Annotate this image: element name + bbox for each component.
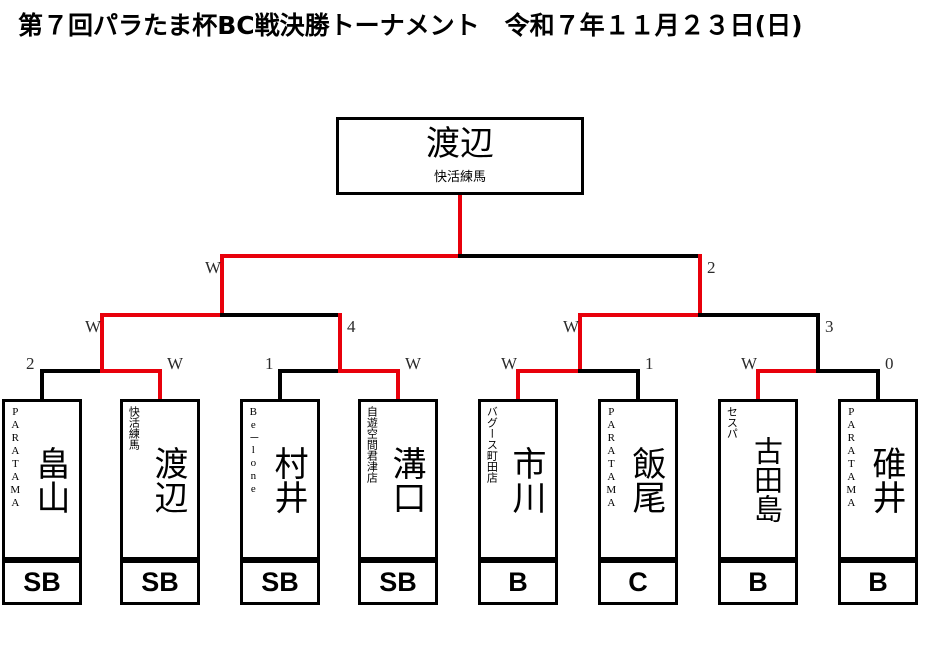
- sf1-row-right-line: [220, 313, 342, 317]
- qf1-row-left-line: [40, 369, 104, 373]
- player-2-name: 渡辺: [148, 445, 188, 514]
- final-row-right-line: [458, 254, 702, 258]
- player-1-category: SB: [2, 560, 82, 605]
- player-box-1: PARATAMA 畠山: [2, 399, 82, 560]
- qf2-seat3-stem-line: [278, 369, 282, 401]
- player-1-name: 畠山: [30, 445, 70, 514]
- player-5-team: バグース町田店: [485, 406, 499, 483]
- player-2-category: SB: [120, 560, 200, 605]
- sf2-right-drop-line: [816, 313, 820, 371]
- player-2-name-cell: 快活練馬 渡辺: [123, 402, 197, 557]
- qf1-seat2-stem-line: [158, 369, 162, 401]
- label-sf2-left: W: [563, 317, 580, 336]
- final-row-left-line: [220, 254, 462, 258]
- player-4-team: 自遊空間君津店: [365, 406, 379, 483]
- player-8-category: B: [838, 560, 918, 605]
- qf3-row-right-line: [578, 369, 640, 373]
- label-qf1-left: 2: [26, 354, 35, 373]
- player-3-name-cell: Be－lone 村井: [243, 402, 317, 557]
- player-6-name-cell: PARATAMA 飯尾: [601, 402, 675, 557]
- player-6-category: C: [598, 560, 678, 605]
- qf3-seat5-stem-line: [516, 369, 520, 401]
- player-5-name: 市川: [506, 445, 546, 514]
- label-qf4-left: W: [741, 354, 758, 373]
- player-7-name: 古田島: [749, 436, 784, 523]
- qf4-seat8-stem-line: [876, 369, 880, 401]
- sf2-left-drop-line: [578, 313, 582, 371]
- player-8-name: 碓井: [866, 445, 906, 514]
- player-3-name: 村井: [268, 445, 308, 514]
- player-8-name-cell: PARATAMA 碓井: [841, 402, 915, 557]
- player-6-team: PARATAMA: [605, 406, 618, 510]
- label-sf1-left: W: [85, 317, 102, 336]
- label-qf4-right: 0: [885, 354, 894, 373]
- player-3-category: SB: [240, 560, 320, 605]
- qf4-row-right-line: [816, 369, 878, 373]
- player-7-team: セスパ: [725, 406, 739, 439]
- player-box-4: 自遊空間君津店 溝口: [358, 399, 438, 560]
- player-4-category: SB: [358, 560, 438, 605]
- player-box-6: PARATAMA 飯尾: [598, 399, 678, 560]
- label-final-left: W: [205, 258, 222, 277]
- label-final-right: 2: [707, 258, 716, 277]
- player-3-team: Be－lone: [247, 406, 260, 496]
- page-title: 第７回パラたま杯BC戦決勝トーナメント 令和７年１１月２３日(日): [18, 11, 803, 40]
- sf1-row-left-line: [100, 313, 224, 317]
- qf2-seat4-stem-line: [396, 369, 400, 401]
- player-1-team: PARATAMA: [9, 406, 22, 510]
- player-box-8: PARATAMA 碓井: [838, 399, 918, 560]
- qf3-row-left-line: [516, 369, 580, 373]
- sf2-row-right-line: [698, 313, 820, 317]
- champion-name: 渡辺: [426, 123, 494, 164]
- player-6-name: 飯尾: [626, 445, 666, 514]
- player-5-category: B: [478, 560, 558, 605]
- qf2-row-right-line: [338, 369, 400, 373]
- player-box-3: Be－lone 村井: [240, 399, 320, 560]
- sf1-left-drop-line: [100, 313, 104, 371]
- final-right-drop-line: [698, 254, 702, 317]
- player-box-7: セスパ 古田島: [718, 399, 798, 560]
- player-7-name-cell: セスパ 古田島: [721, 402, 795, 557]
- champion-team: 快活練馬: [433, 170, 486, 186]
- qf4-seat7-stem-line: [756, 369, 760, 401]
- final-left-drop-line: [220, 254, 224, 317]
- player-4-name: 溝口: [386, 445, 426, 514]
- label-qf3-right: 1: [645, 354, 654, 373]
- label-qf2-left: 1: [265, 354, 274, 373]
- qf4-row-left-line: [756, 369, 820, 373]
- label-sf2-right: 3: [825, 317, 834, 336]
- label-qf1-right: W: [167, 354, 184, 373]
- player-5-name-cell: バグース町田店 市川: [481, 402, 555, 557]
- label-qf2-right: W: [405, 354, 422, 373]
- qf1-row-right-line: [100, 369, 162, 373]
- player-box-2: 快活練馬 渡辺: [120, 399, 200, 560]
- player-4-name-cell: 自遊空間君津店 溝口: [361, 402, 435, 557]
- qf2-row-left-line: [278, 369, 342, 373]
- player-1-name-cell: PARATAMA 畠山: [5, 402, 79, 557]
- sf1-right-drop-line: [338, 313, 342, 371]
- label-qf3-left: W: [501, 354, 518, 373]
- qf3-seat6-stem-line: [636, 369, 640, 401]
- sf2-row-left-line: [578, 313, 702, 317]
- final-stem-line: [458, 195, 462, 256]
- champion-box: 渡辺 快活練馬: [336, 117, 584, 195]
- player-8-team: PARATAMA: [845, 406, 858, 510]
- player-2-team: 快活練馬: [127, 406, 141, 450]
- label-sf1-right: 4: [347, 317, 356, 336]
- player-box-5: バグース町田店 市川: [478, 399, 558, 560]
- qf1-seat1-stem-line: [40, 369, 44, 401]
- player-7-category: B: [718, 560, 798, 605]
